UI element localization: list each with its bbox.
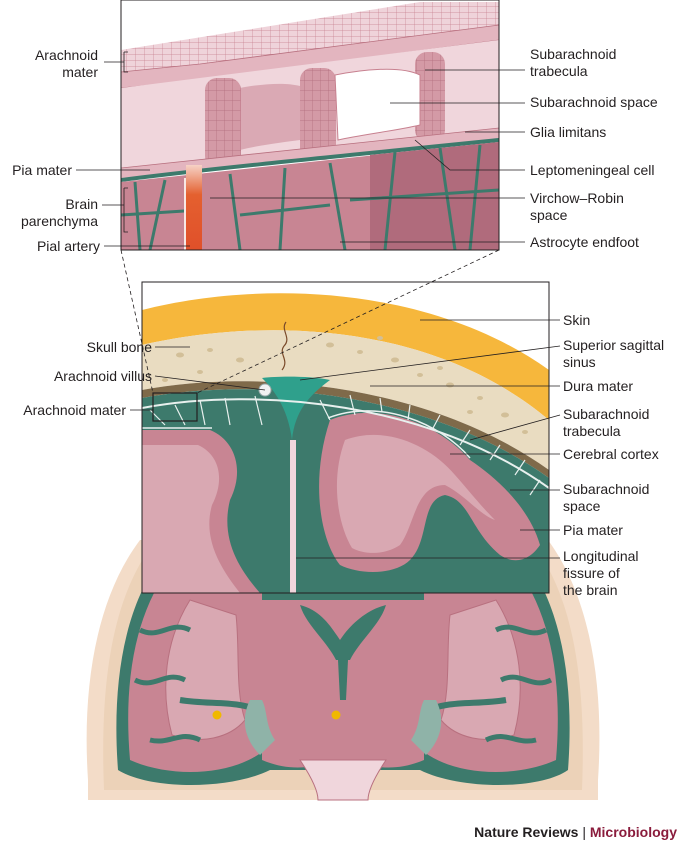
label-dura-mater: Dura mater bbox=[563, 378, 633, 395]
bone-spots bbox=[162, 336, 528, 434]
credit-subject: Microbiology bbox=[589, 824, 677, 840]
middle-panel bbox=[142, 282, 549, 593]
trabecula-column-3 bbox=[415, 52, 445, 142]
brainstem bbox=[299, 759, 387, 801]
pia-layer bbox=[121, 127, 499, 181]
label-line: Skin bbox=[563, 312, 591, 328]
label-cerebral-cortex: Cerebral cortex bbox=[563, 446, 659, 463]
left-insula bbox=[244, 700, 275, 755]
parenchyma-side bbox=[370, 142, 499, 250]
journal-credit: Nature Reviews | Microbiology bbox=[474, 824, 677, 840]
label-line: Subarachnoid space bbox=[530, 94, 658, 110]
label-subarachnoid-trabecula-mid: Subarachnoid trabecula bbox=[563, 406, 649, 440]
label-line: space bbox=[530, 207, 568, 223]
subarachnoid-cavity-2 bbox=[240, 83, 300, 150]
glia-limitans-line bbox=[121, 138, 499, 182]
pia-line bbox=[142, 410, 471, 459]
left-cortex-inner bbox=[142, 445, 240, 593]
label-line: trabecula bbox=[530, 63, 588, 79]
label-line: Glia limitans bbox=[530, 124, 607, 140]
right-yellow-dot bbox=[331, 710, 341, 720]
virchow-robin-space bbox=[184, 178, 186, 250]
arachnoid-layer-side bbox=[121, 24, 499, 89]
label-pia-mater-mid: Pia mater bbox=[563, 522, 623, 539]
skin-layer bbox=[142, 293, 549, 420]
left-yellow-dot bbox=[212, 710, 222, 720]
label-line: Arachnoid bbox=[34, 47, 98, 63]
label-line: Leptomeningeal cell bbox=[530, 162, 655, 178]
label-line: parenchyma bbox=[20, 213, 98, 229]
label-pial-artery: Pial artery bbox=[2, 238, 100, 255]
label-skull-bone: Skull bone bbox=[4, 339, 152, 356]
label-virchow-robin-space: Virchow–Robin space bbox=[530, 190, 624, 224]
skull-bone-layer bbox=[142, 330, 549, 470]
label-arachnoid-mater-mid: Arachnoid mater bbox=[0, 402, 126, 419]
middle-panel-frame bbox=[141, 281, 550, 594]
arachnoid-line bbox=[142, 398, 549, 489]
label-line: Pia mater bbox=[563, 522, 623, 538]
label-superior-sagittal-sinus: Superior sagittal sinus bbox=[563, 337, 664, 371]
pial-artery bbox=[186, 165, 202, 250]
label-line: Longitudinal bbox=[563, 548, 639, 564]
credit-separator: | bbox=[582, 824, 586, 840]
arachnoid-layer bbox=[121, 2, 499, 80]
label-line: Superior sagittal bbox=[563, 337, 665, 353]
astrocyte-endfeet bbox=[121, 144, 499, 250]
coronal-brain-section bbox=[86, 540, 600, 801]
label-line: Arachnoid mater bbox=[23, 402, 126, 418]
superior-sagittal-sinus bbox=[262, 376, 330, 440]
label-longitudinal-fissure: Longitudinal fissure of the brain bbox=[563, 548, 639, 599]
third-ventricle bbox=[338, 660, 348, 700]
label-line: the brain bbox=[563, 582, 618, 598]
top-panel-frame bbox=[120, 0, 500, 251]
label-line: Skull bone bbox=[86, 339, 152, 355]
skull-suture bbox=[281, 321, 288, 371]
label-line: mater bbox=[62, 64, 98, 80]
label-astrocyte-endfoot: Astrocyte endfoot bbox=[530, 234, 639, 251]
trabecula-column-2 bbox=[300, 68, 336, 160]
right-cortex-inner bbox=[336, 434, 495, 553]
label-line: Subarachnoid bbox=[563, 481, 650, 497]
label-pia-mater-top: Pia mater bbox=[2, 162, 72, 179]
label-subarachnoid-space-top: Subarachnoid space bbox=[530, 94, 658, 111]
label-line: Virchow–Robin bbox=[530, 190, 624, 206]
right-gyri bbox=[484, 624, 553, 744]
label-line: sinus bbox=[563, 354, 596, 370]
label-line: Subarachnoid bbox=[563, 406, 650, 422]
label-arachnoid-villus: Arachnoid villus bbox=[2, 368, 152, 385]
label-brain-parenchyma: Brain parenchyma bbox=[4, 196, 98, 230]
label-arachnoid-mater-top: Arachnoid mater bbox=[8, 47, 98, 81]
right-insula bbox=[411, 700, 442, 755]
label-glia-limitans: Glia limitans bbox=[530, 124, 606, 141]
label-subarachnoid-trabecula-top: Subarachnoid trabecula bbox=[530, 46, 616, 80]
label-line: fissure of bbox=[563, 565, 620, 581]
dura-mater-layer bbox=[142, 381, 549, 478]
credit-journal: Nature Reviews bbox=[474, 824, 579, 840]
left-gyri bbox=[133, 624, 202, 744]
trabecula-column-1 bbox=[205, 78, 241, 168]
label-line: Pia mater bbox=[12, 162, 72, 178]
leader-lines bbox=[76, 51, 561, 559]
zoom-line-left bbox=[120, 249, 154, 394]
label-line: Astrocyte endfoot bbox=[530, 234, 639, 250]
label-line: Subarachnoid bbox=[530, 46, 617, 62]
label-subarachnoid-space-mid: Subarachnoid space bbox=[563, 481, 649, 515]
trabecula-lines bbox=[149, 394, 541, 496]
label-line: Pial artery bbox=[36, 238, 100, 254]
subarachnoid-cavity bbox=[334, 68, 421, 141]
label-line: Arachnoid villus bbox=[53, 368, 152, 384]
label-skin: Skin bbox=[563, 312, 590, 329]
top-panel bbox=[121, 0, 499, 250]
label-leptomeningeal-cell: Leptomeningeal cell bbox=[530, 162, 655, 179]
falx bbox=[290, 440, 296, 593]
label-line: trabecula bbox=[563, 423, 621, 439]
zoom-box bbox=[152, 392, 198, 422]
label-line: Cerebral cortex bbox=[563, 446, 659, 462]
ventricles bbox=[300, 605, 386, 660]
label-line: Dura mater bbox=[563, 378, 634, 394]
label-line: space bbox=[563, 498, 601, 514]
label-line: Brain bbox=[65, 196, 98, 212]
